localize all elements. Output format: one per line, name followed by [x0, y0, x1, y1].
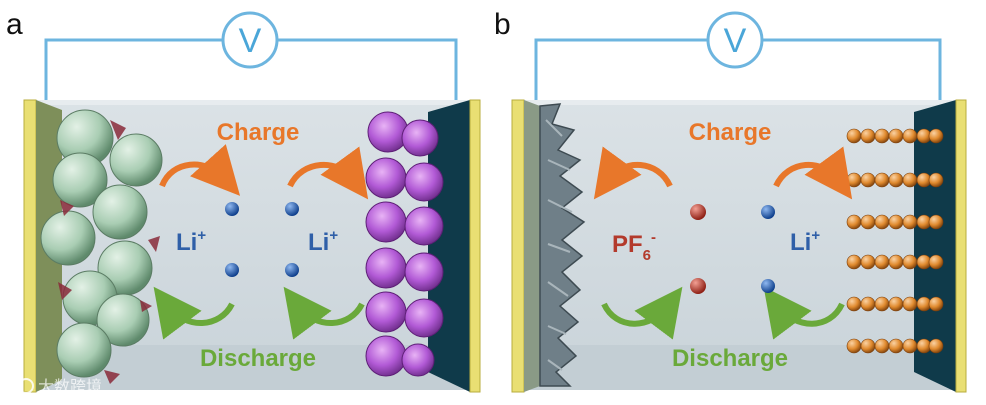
cathode-particles-a: [365, 111, 444, 377]
sphere-particle: [109, 133, 163, 187]
charge-arrow: [773, 146, 853, 200]
pf6-ion: [690, 204, 706, 220]
cathode-particle: [367, 111, 409, 153]
charge-arrow: [159, 144, 241, 196]
voltmeter-a-label: V: [239, 22, 262, 60]
cathode-particle: [404, 162, 444, 202]
cathode-particle: [365, 291, 407, 333]
orange-layer: [846, 128, 944, 144]
sphere-particle: [40, 210, 96, 266]
watermark-text: 大数跨境: [38, 377, 102, 396]
panel-a: a V: [6, 8, 481, 393]
ion-label-b-left: PF6-: [612, 229, 656, 264]
anode-collector-b: [511, 99, 540, 393]
layered-cathode-b: [846, 128, 944, 354]
cathode-particle: [401, 119, 439, 157]
panel-b-letter: b: [494, 8, 511, 41]
li-ion: [285, 202, 299, 216]
sphere-particle: [56, 322, 112, 378]
anode-particles-a: [40, 109, 163, 384]
voltmeter-b: [706, 11, 764, 69]
charge-label-a: Charge: [217, 119, 300, 146]
cathode-particle: [404, 252, 444, 292]
discharge-arrow: [601, 286, 683, 340]
panel-a-letter: a: [6, 8, 23, 41]
discharge-arrow: [153, 286, 235, 340]
charge-arrow: [593, 146, 673, 200]
discharge-label-a: Discharge: [200, 345, 316, 372]
orange-layer: [846, 214, 944, 230]
pf6-ion: [690, 278, 706, 294]
sphere-particle: [92, 184, 148, 240]
discharge-arrow: [283, 286, 365, 340]
cathode-particle: [401, 343, 435, 377]
ion-label-a-left: Li+: [176, 227, 206, 256]
cathode-particle: [404, 206, 444, 246]
ion-label-a-right: Li+: [308, 227, 338, 256]
cathode-particle: [365, 247, 407, 289]
li-ion: [225, 263, 239, 277]
external-circuit-b: V: [534, 11, 942, 100]
orange-layer: [846, 338, 944, 354]
voltmeter-a: [221, 11, 279, 69]
discharge-label-b: Discharge: [672, 345, 788, 372]
orange-layer: [846, 254, 944, 270]
li-ion: [225, 202, 239, 216]
ion-label-b-right: Li+: [790, 227, 820, 256]
charge-label-b: Charge: [689, 119, 772, 146]
sphere-particle: [96, 293, 150, 347]
cathode-particle: [365, 157, 407, 199]
li-ion: [285, 263, 299, 277]
li-ion: [761, 205, 775, 219]
cathode-particle: [404, 298, 444, 338]
orange-layer: [846, 296, 944, 312]
voltmeter-b-label: V: [724, 22, 747, 60]
cathode-particle: [365, 201, 407, 243]
external-circuit-a: V: [44, 11, 458, 100]
charge-arrow: [287, 146, 369, 200]
li-ion: [761, 279, 775, 293]
cathode-particle: [365, 335, 407, 377]
graphite-anode-b: [539, 103, 586, 387]
discharge-arrow: [763, 286, 845, 340]
orange-layer: [846, 172, 944, 188]
sphere-particle: [52, 152, 108, 208]
watermark: 大数跨境: [6, 377, 102, 396]
panel-b: b V: [494, 8, 967, 393]
